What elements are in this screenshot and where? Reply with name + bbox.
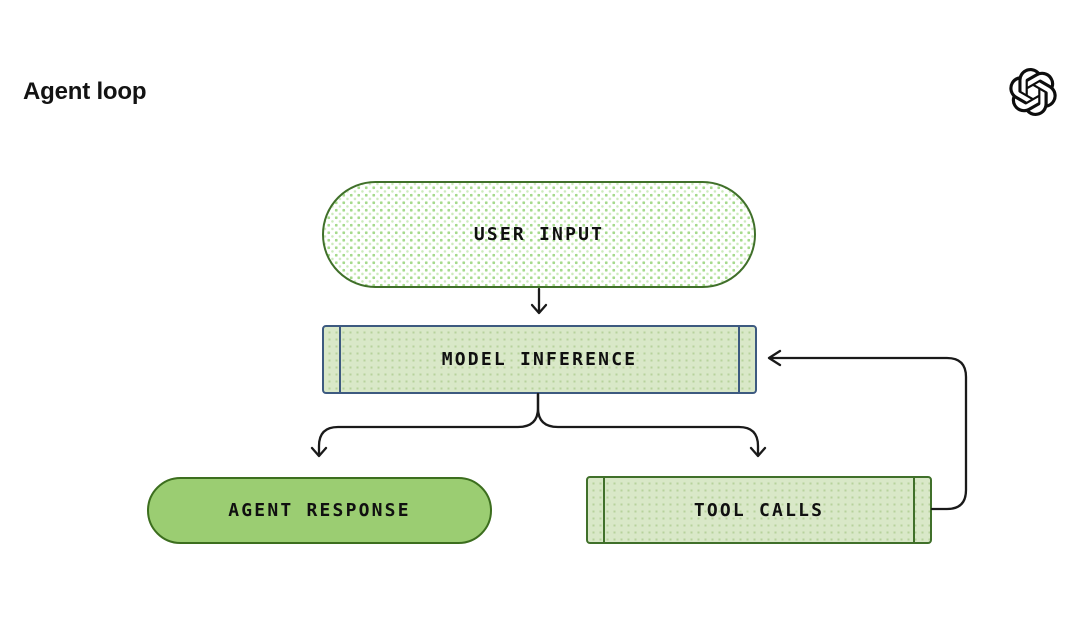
node-agent-response: AGENT RESPONSE	[147, 477, 492, 544]
node-user-input-label: USER INPUT	[473, 224, 605, 245]
node-model-inference-label: MODEL INFERENCE	[441, 349, 638, 370]
subroutine-divider-left	[339, 327, 341, 392]
edge-model-inference-to-tool-calls	[536, 392, 767, 458]
subroutine-divider-right	[738, 327, 740, 392]
openai-logo-icon	[1009, 68, 1057, 116]
edge-model-inference-to-agent-response	[310, 392, 540, 458]
subroutine-divider-left	[603, 478, 605, 542]
edge-user-input-to-model-inference	[530, 287, 548, 315]
node-user-input: USER INPUT	[322, 181, 756, 288]
node-tool-calls: TOOL CALLS	[586, 476, 932, 544]
node-agent-response-label: AGENT RESPONSE	[228, 500, 411, 521]
node-model-inference: MODEL INFERENCE	[322, 325, 757, 394]
page-title: Agent loop	[23, 78, 147, 105]
node-tool-calls-label: TOOL CALLS	[693, 499, 825, 521]
subroutine-divider-right	[913, 478, 915, 542]
